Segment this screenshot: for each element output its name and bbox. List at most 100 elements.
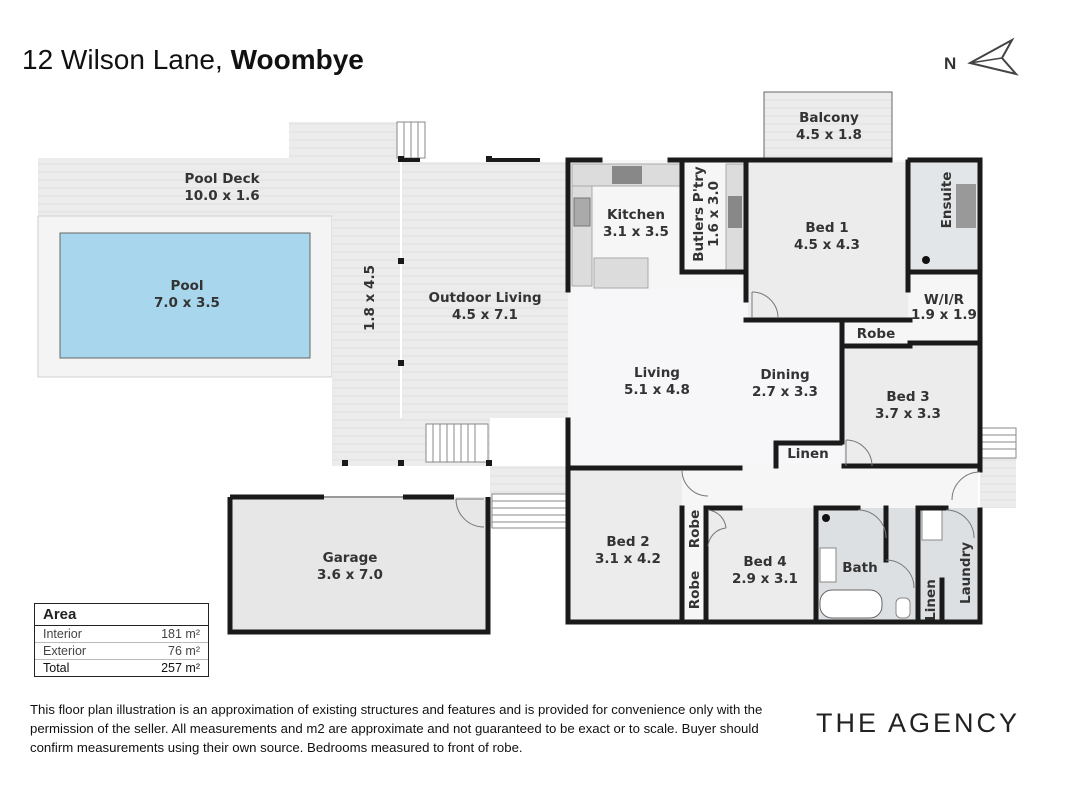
title-suburb: Woombye (230, 44, 364, 75)
label-dining-size: 2.7 x 3.3 (752, 384, 818, 400)
cooktop-icon (612, 166, 642, 184)
label-balcony-size: 4.5 x 1.8 (796, 127, 862, 143)
sink-icon (573, 197, 591, 227)
svg-text:Robe: Robe (687, 571, 703, 610)
label-pool-size: 7.0 x 3.5 (154, 295, 220, 311)
label-bed2: Bed 2 (606, 534, 649, 550)
svg-text:Bed 42.9 x 3.1: Bed 42.9 x 3.1 (732, 554, 798, 587)
label-linen-small: Linen (923, 579, 939, 621)
label-outdoor-living: Outdoor Living (428, 290, 541, 306)
label-garage-size: 3.6 x 7.0 (317, 567, 383, 583)
label-pool: Pool (170, 278, 203, 294)
bed3-floor (844, 346, 978, 466)
posts (342, 156, 492, 466)
label-butlers: Butlers P'try (691, 166, 707, 262)
title-street: 12 Wilson Lane, (22, 44, 223, 75)
balcony-area (763, 91, 893, 161)
butlers-sink-icon (728, 196, 742, 228)
label-bed2-size: 3.1 x 4.2 (595, 551, 661, 567)
svg-text:Linen: Linen (787, 446, 829, 462)
label-outdoor-living-size: 4.5 x 7.1 (452, 307, 518, 323)
svg-text:Bed 33.7 x 3.3: Bed 33.7 x 3.3 (875, 389, 941, 422)
top-deck (289, 122, 399, 158)
svg-text:Butlers P'try1.6 x 3.0: Butlers P'try1.6 x 3.0 (691, 166, 722, 262)
door-swings (455, 291, 981, 589)
laundry-tub-icon (921, 509, 943, 541)
svg-text:Laundry: Laundry (958, 542, 974, 604)
svg-text:Linen: Linen (923, 579, 939, 621)
label-living-size: 5.1 x 4.8 (624, 382, 690, 398)
label-bed4: Bed 4 (743, 554, 786, 570)
label-bed3-size: 3.7 x 3.3 (875, 406, 941, 422)
label-robe-bed3: Robe (857, 326, 896, 342)
label-bed3: Bed 3 (886, 389, 929, 405)
label-bath: Bath (842, 560, 877, 576)
garage-floor (230, 497, 488, 632)
svg-text:Bed 14.5 x 4.3: Bed 14.5 x 4.3 (794, 220, 860, 253)
disclaimer-text: This floor plan illustration is an appro… (30, 702, 763, 755)
svg-text:Robe: Robe (857, 326, 896, 342)
bed1-floor (748, 162, 908, 320)
label-wir-size: 1.9 x 1.9 (911, 307, 977, 323)
label-butlers-size: 1.6 x 3.0 (706, 181, 722, 247)
label-kitchen: Kitchen (607, 207, 665, 223)
stairs-side (491, 493, 567, 529)
north-compass: N (944, 32, 1024, 82)
svg-text:Robe: Robe (687, 510, 703, 549)
page-title: 12 Wilson Lane, Woombye (22, 44, 364, 76)
garage-walls (227, 494, 491, 635)
label-robe-bottom: Robe (687, 571, 703, 610)
label-bed4-size: 2.9 x 3.1 (732, 571, 798, 587)
ensuite-vanity-icon (956, 184, 976, 228)
label-linen-hall: Linen (787, 446, 829, 462)
vanity-icon (819, 547, 837, 583)
label-kitchen-size: 3.1 x 3.5 (603, 224, 669, 240)
label-dining: Dining (760, 367, 809, 383)
label-laundry: Laundry (958, 542, 974, 604)
area-heading: Area (35, 604, 208, 626)
fixture-dot-bath (822, 514, 830, 522)
svg-text:1.8 x 4.5: 1.8 x 4.5 (362, 265, 378, 331)
brand-logo: THE AGENCY (816, 708, 1021, 738)
fixture-dot-bed1 (922, 256, 930, 264)
bed-floor (570, 470, 682, 620)
label-bed1-size: 4.5 x 4.3 (794, 237, 860, 253)
bathtub-icon (819, 589, 883, 619)
label-pool-deck-size: 10.0 x 1.6 (184, 188, 259, 204)
outdoor-living-area (402, 162, 568, 418)
kitchen-island (593, 257, 649, 289)
label-wir: W/I/R (924, 292, 965, 308)
label-garage: Garage (323, 550, 378, 566)
toilet-icon (895, 597, 911, 619)
svg-text:Ensuite: Ensuite (939, 172, 955, 229)
label-robe-top: Robe (687, 510, 703, 549)
svg-text:W/I/R1.9 x 1.9: W/I/R1.9 x 1.9 (911, 292, 977, 323)
pool-water (59, 232, 311, 359)
label-bed1: Bed 1 (805, 220, 848, 236)
stairs-right (981, 427, 1017, 459)
label-living: Living (634, 365, 680, 381)
label-ensuite: Ensuite (939, 172, 955, 229)
label-balcony: Balcony (799, 110, 859, 126)
label-walkway-size: 1.8 x 4.5 (362, 265, 378, 331)
svg-text:Bed 23.1 x 4.2: Bed 23.1 x 4.2 (595, 534, 661, 567)
pool-deck-area (38, 158, 400, 216)
north-label: N (944, 54, 957, 73)
stairs-lower (425, 423, 489, 463)
svg-text:Bath: Bath (842, 560, 877, 576)
compass-arrow-icon (967, 37, 1019, 76)
label-pool-deck: Pool Deck (184, 171, 260, 187)
